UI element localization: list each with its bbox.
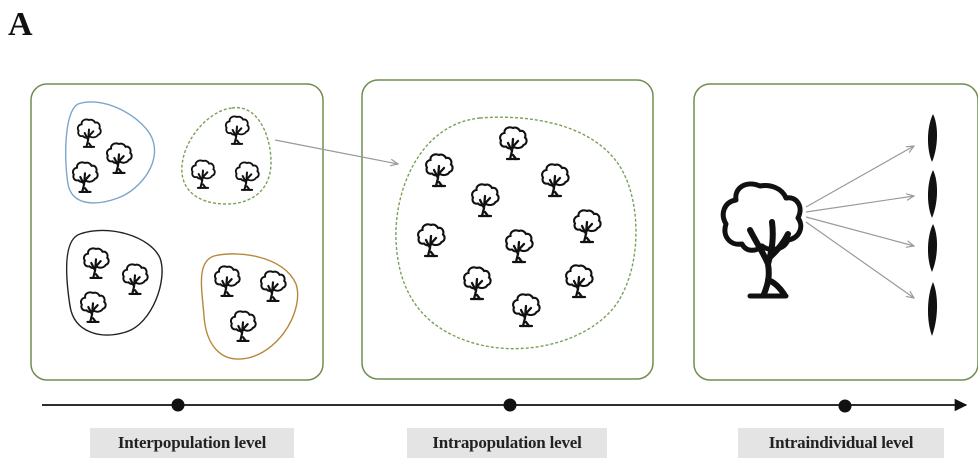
green-dashed-population-outline [181,107,272,205]
black-population-outline [65,229,163,336]
tree-icon [121,263,149,296]
intraindividual-level-label: Intraindividual level [738,428,944,458]
leaves [927,114,938,336]
leaf-icon [927,282,938,336]
axis-marker-intraindividual [838,399,852,413]
interpopulation-level-label: Interpopulation level [90,428,294,458]
tree-icon [540,163,570,198]
tree-icon [511,293,541,328]
tree-icon [82,247,110,280]
orange-population-outline [200,253,299,360]
tree-icon [229,310,257,343]
leaf-icon [927,224,938,272]
tree-icon [424,153,454,188]
intrapopulation-outline [395,116,637,350]
panel-letter: A [8,6,33,43]
tree-icon [462,266,492,301]
leaf-icon [927,114,938,162]
leaf-arrows [805,146,914,298]
tree-icon [234,161,260,191]
tree-icon [259,270,287,303]
intrapopulation-trees [416,126,602,328]
tree-icon [564,264,594,299]
zoom-arrow [274,139,398,164]
intrapopulation-level-label: Intrapopulation level [407,428,607,458]
intraindividual-panel [693,83,978,381]
tree-icon [190,159,216,189]
large-tree-icon [720,181,804,299]
axis-marker-interpopulation [171,398,185,412]
tree-icon [213,265,241,298]
tree-icon [76,118,102,148]
blue-population-outline [65,101,156,204]
interpopulation-trees [71,115,287,343]
leaf-icon [927,170,938,218]
tree-icon [504,229,534,264]
axis-marker-intrapopulation [503,398,517,412]
tree-icon [224,115,250,145]
interpopulation-panel [30,83,324,381]
tree-icon [79,291,107,324]
tree-icon [416,223,446,258]
tree-icon [470,183,500,218]
tree-icon [498,126,528,161]
tree-icon [105,142,133,175]
tree-icon [572,209,602,244]
tree-icon [71,161,99,194]
intrapopulation-panel [361,79,654,380]
